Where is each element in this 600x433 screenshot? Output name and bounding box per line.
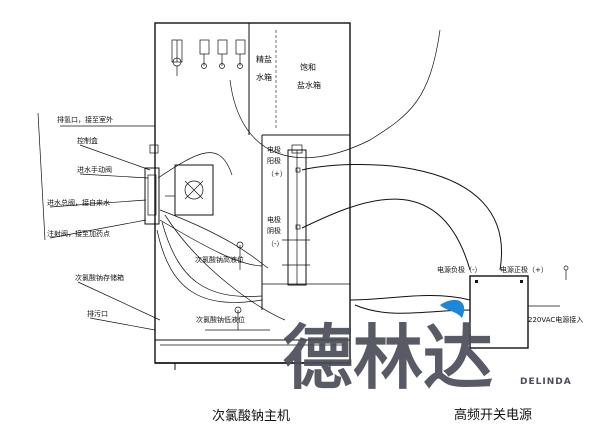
anode-label-2: 阳极 [267,156,281,165]
watermark-latin: DELINDA [520,377,572,387]
valve-assembly [144,144,233,225]
cathode-label-1: 电极 [267,215,281,224]
left-callouts [37,112,161,331]
caption-main-unit: 次氯酸钠主机 [212,408,290,424]
salt-tank-label-1: 精盐 [256,54,272,64]
high-level-label: 次氯酸钠高液位 [195,255,244,264]
main-valve-label: 进水总阀，接自来水 [47,198,110,207]
control-box-label: 控制盒 [77,136,98,145]
level-switches [205,241,270,331]
low-level-label: 次氯酸钠低液位 [196,315,245,324]
caption-power-supply: 高频开关电源 [454,407,532,423]
flowmeter-group [171,39,246,76]
watermark-logo: 德林达 DELINDA [283,299,572,399]
inject-valve-label: 注射阀，接至加药点 [47,229,110,238]
saturated-tank-label-1: 饱和 [300,62,316,72]
vent-label: 排氢口，接至室外 [57,115,113,124]
ac-input-label: 220VAC电源接入 [528,315,583,324]
storage-tank-label: 次氯酸钠存储箱 [75,273,124,282]
anode-label-1: 电极 [267,145,281,154]
salt-tank-label-2: 水箱 [256,72,272,82]
saturated-tank-label-2: 盐水箱 [297,80,321,90]
cathode-label-3: （-） [267,240,284,248]
anode-label-3: （+） [267,170,287,178]
positive-terminal-label: 电源正极（+） [500,265,548,274]
watermark-chars: 德林达 [283,317,493,399]
electrode-cell [282,144,310,286]
power-supply-box [469,265,569,349]
power-cables [229,29,503,314]
watermark-drop-icon [440,299,465,318]
cathode-label-2: 阴极 [267,226,281,235]
drain-label: 排污口 [87,309,108,318]
tubing [156,209,286,321]
negative-terminal-label: 电源负极（-） [437,265,482,274]
inlet-valve-label: 进水手动阀 [77,165,112,174]
